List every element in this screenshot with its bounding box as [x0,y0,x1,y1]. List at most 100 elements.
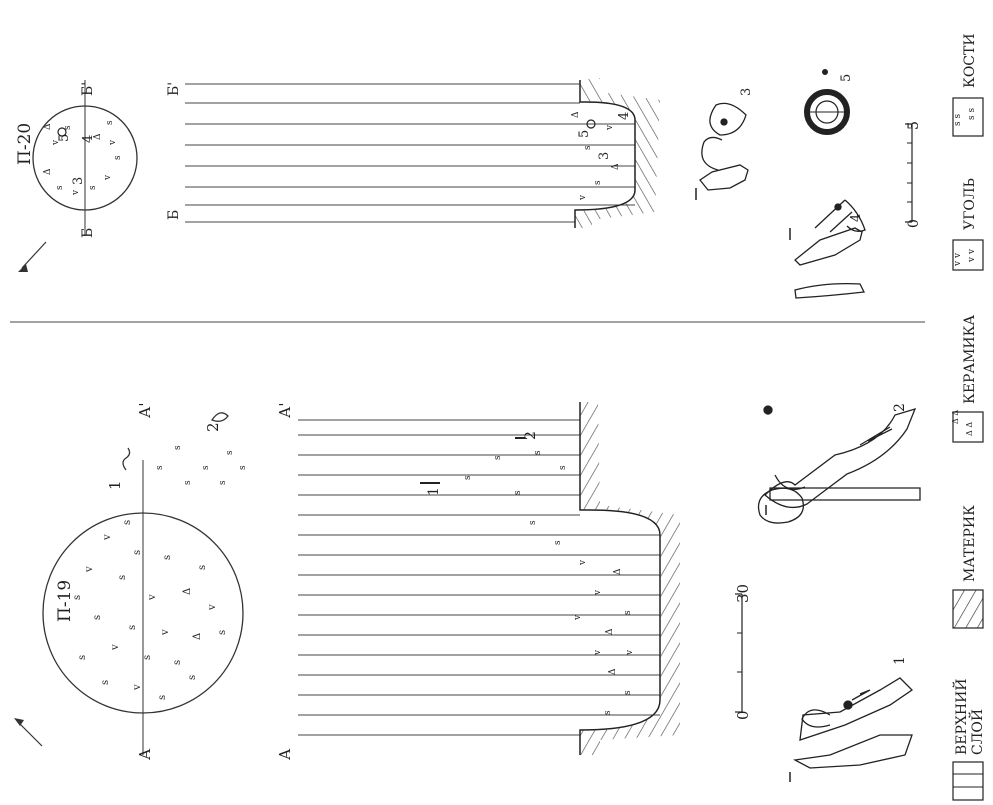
svg-text:s: s [558,465,568,470]
svg-text:Δ: Δ [571,111,581,118]
legend-upper-layer-line2: СЛОЙ [967,709,986,755]
legend-ceramics-label: КЕРАМИКА [962,315,978,404]
svg-text:s: s [583,145,593,150]
svg-text:s s: s s [953,114,963,126]
svg-text:v: v [102,534,113,541]
svg-text:s: s [157,695,168,700]
artefact-1-label: 1 [892,656,908,665]
svg-text:v: v [605,124,615,131]
svg-text:s: s [603,710,613,715]
charcoal-swatch [952,239,984,271]
section20-end: Б' [166,82,182,96]
artefact-3-label: 3 [739,88,754,96]
svg-text:Δ: Δ [43,123,53,130]
legend-charcoal-label: УГОЛЬ [962,178,978,230]
scale-bar-small: 0 5 [905,121,922,228]
svg-text:s: s [528,520,538,525]
svg-text:Δ: Δ [93,133,103,140]
section20-find-5: 5 [577,130,592,138]
section-label-end: А' [136,403,154,418]
scale-large-end: 30 [734,584,752,603]
svg-text:s: s [623,690,633,695]
svg-text:s: s [553,540,563,545]
svg-text:s: s [142,655,153,660]
svg-text:s: s [183,480,193,485]
svg-text:s: s [533,450,543,455]
plan20-label-start: Б [80,228,96,238]
plan20-find-4: 4 [81,135,96,143]
svg-text:s: s [100,680,111,685]
svg-text:v v: v v [953,252,963,267]
svg-text:s: s [218,480,228,485]
bones-swatch [952,97,984,137]
svg-text:s: s [92,615,103,620]
svg-text:s: s [217,630,228,635]
svg-text:s: s [201,465,211,470]
svg-text:s: s [623,610,633,615]
legend-bones-label: КОСТИ [962,33,978,88]
svg-text:s: s [105,120,115,125]
svg-text:v: v [578,194,588,201]
scale-large-start: 0 [734,710,752,720]
svg-text:s: s [117,575,128,580]
svg-text:v: v [578,559,588,566]
svg-text:s: s [162,555,173,560]
artefact-4 [794,199,866,299]
artefact-2-label: 2 [892,403,908,412]
svg-text:Δ: Δ [192,633,203,640]
scale-bar-large: 0 30 [734,584,752,720]
legend: ВЕРХНИЙ СЛОЙ МАТЕРИК Δ Δ Δ Δ КЕРАМИКА v … [951,33,986,801]
svg-text:s: s [238,465,248,470]
artefact-3 [699,102,749,191]
pit-p19-section: А А' [276,402,680,760]
artefact-5-label: 5 [839,74,854,82]
legend-upper-layer-line1: ВЕРХНИЙ [951,678,970,755]
svg-text:s: s [155,465,165,470]
section-find-1-label: 1 [426,487,442,496]
section-profile-start: А [276,748,294,760]
svg-text:s: s [132,550,143,555]
north-arrow-icon [14,718,43,747]
svg-text:s: s [77,655,88,660]
svg-text:v: v [84,566,95,573]
svg-text:v: v [573,614,583,621]
svg-text:Δ: Δ [182,588,193,595]
svg-text:s: s [225,450,235,455]
svg-text:Δ: Δ [613,568,623,575]
svg-text:s: s [127,625,138,630]
artefact-2 [757,405,921,524]
svg-text:s: s [55,185,65,190]
artefact-4-label: 4 [849,214,864,222]
legend-bones: s s s s КОСТИ [952,33,984,137]
svg-text:v: v [593,589,603,596]
svg-text:v v: v v [967,248,977,263]
legend-charcoal: v v v v УГОЛЬ [952,178,984,271]
pit-p19-plan: А А' v v s s v s Δ s s v s s v s Δ v s [42,403,248,760]
svg-text:v: v [625,649,635,656]
svg-text:s: s [513,490,523,495]
ceramics-swatch [952,411,984,443]
legend-subsoil-label: МАТЕРИК [962,505,978,582]
svg-text:s: s [197,565,208,570]
svg-text:Δ Δ: Δ Δ [965,422,974,436]
svg-text:s: s [187,675,198,680]
svg-text:Δ: Δ [608,668,618,675]
svg-text:v: v [593,649,603,656]
plan-fill-symbols: v v s s v s Δ s s v s s v s Δ v s s v s [72,520,228,700]
svg-text:s: s [172,660,183,665]
svg-text:v: v [108,139,118,146]
pit-p20: П-20 Б Б' Δ s v s v s v s Δ s Δ v 3 5 [15,69,922,299]
svg-text:Δ Δ: Δ Δ [951,410,960,424]
legend-upper-layer: ВЕРХНИЙ СЛОЙ [951,678,986,801]
north-arrow-icon [18,241,47,272]
section20-start: Б [166,210,182,220]
svg-text:v: v [51,139,61,146]
legend-ceramics: Δ Δ Δ Δ КЕРАМИКА [951,315,984,443]
svg-text:s: s [88,185,98,190]
svg-text:s: s [593,180,603,185]
svg-text:v: v [207,604,218,611]
svg-text:s: s [63,125,73,130]
svg-text:v: v [71,189,81,196]
pit-p19: П-19 А А' v v s s v s Δ s s v s s v s [14,402,921,782]
svg-text:s: s [122,520,133,525]
